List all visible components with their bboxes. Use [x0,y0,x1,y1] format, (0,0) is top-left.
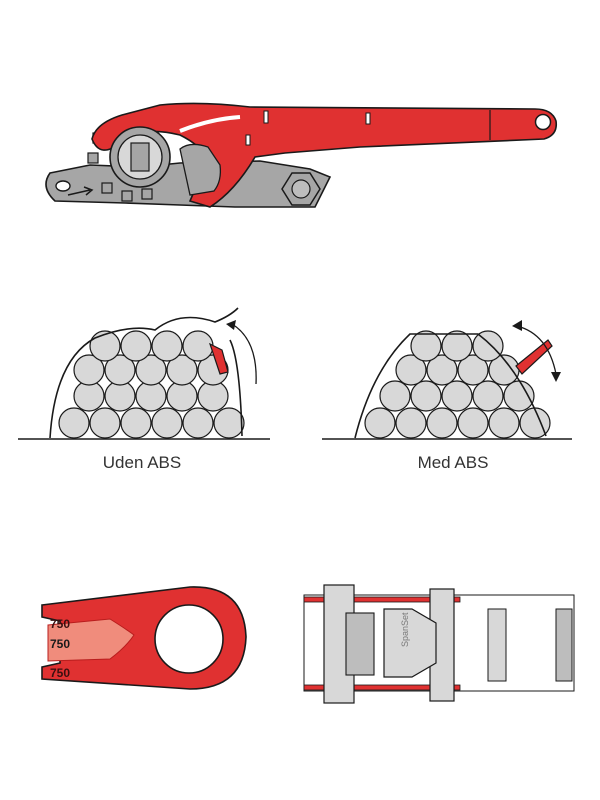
cargo-log [426,354,458,386]
arrowhead-right-bottom [551,372,561,382]
handle-slot-curve [179,115,241,133]
buckle-handle [383,608,437,678]
cargo-log [73,354,105,386]
cargo-log [58,407,90,439]
nut-center [291,179,311,199]
indicator-hole [154,604,224,674]
detail-illustration: 750 750 750 SpanSet [41,584,575,704]
cargo-log [426,407,458,439]
cargo-log [410,330,442,362]
ratchet-illustration [45,102,558,208]
ratchet-pawl [179,143,222,196]
cargo-log [472,380,504,412]
ratchet-side-view [30,95,570,225]
tight-strap [354,333,547,439]
cargo-log [364,407,396,439]
cargo-log [120,330,152,362]
handle-hole [534,113,552,131]
scale-value-top: 750 [50,617,70,631]
cargo-stack-without-abs [18,307,270,440]
cargo-log [104,354,136,386]
cargo-stack-with-abs [322,320,572,440]
abs-comparison-illustration [18,307,572,440]
cargo-log [457,407,489,439]
cargo-log [89,330,121,362]
cargo-log [441,380,473,412]
cargo-log [182,330,214,362]
cargo-log [488,407,520,439]
cargo-log [151,330,183,362]
cargo-log [379,380,411,412]
slack-strap [49,307,239,439]
cargo-log [120,407,152,439]
cargo-log [135,354,167,386]
spool-slot [130,142,150,172]
detail-views: 750 750 750 SpanSet [0,575,600,725]
cargo-log [89,407,121,439]
cargo-log [182,407,214,439]
cargo-logs-left [58,330,245,439]
cargo-log [441,330,473,362]
abs-comparison [0,300,600,490]
rotation-arrow-right [516,325,557,375]
brand-mark: SpanSet [400,612,410,647]
cargo-log [410,380,442,412]
scale-value-bottom: 750 [50,666,70,680]
strap-end [555,608,573,682]
cargo-log [472,330,504,362]
buckle-top-view: SpanSet [303,584,575,704]
ratchet-small-right [515,339,553,375]
tension-indicator: 750 750 750 [41,586,247,690]
cargo-log [213,407,245,439]
caption-with-abs: Med ABS [417,453,489,472]
red-rail-top [303,596,461,603]
handle-slots [245,110,371,146]
ratchet-small-left [208,342,229,375]
rotation-arrow-left [231,323,257,385]
strap-right-side [229,339,243,437]
red-rail-bottom [303,684,461,691]
base-hole [55,180,71,192]
cargo-log [151,407,183,439]
cargo-log [395,407,427,439]
indicator-scale-area [47,618,135,662]
arrowhead-left [226,320,236,330]
caption-without-abs: Uden ABS [102,453,182,472]
spool-center [345,612,375,676]
strap-guide [487,608,507,682]
direction-arrow-icon [67,186,94,196]
cargo-logs-right [364,330,551,439]
arrowhead-right-top [512,320,522,331]
cargo-log [457,354,489,386]
scale-value-middle: 750 [50,637,70,651]
gear-teeth [87,132,153,202]
cargo-log [166,354,198,386]
cargo-log [503,380,535,412]
cargo-log [395,354,427,386]
